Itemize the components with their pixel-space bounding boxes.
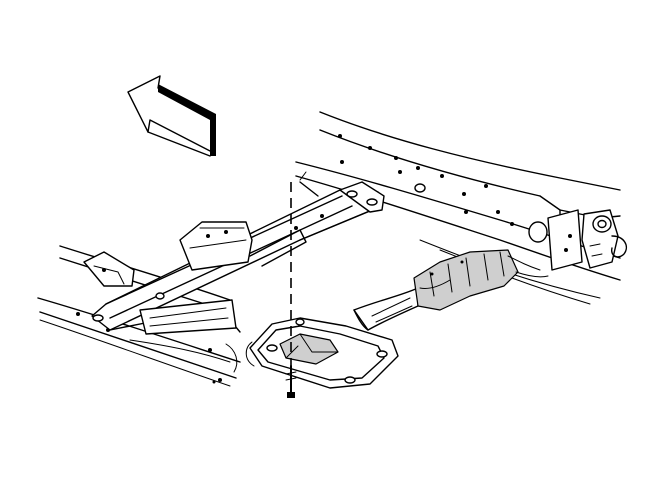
direction-arrow [127,75,216,157]
left-frame-rail [37,245,241,387]
transmission-crossmember [91,171,385,335]
transmission-mount [245,317,399,389]
exhaust-pipe [353,249,549,331]
mount-bolt [285,182,297,398]
